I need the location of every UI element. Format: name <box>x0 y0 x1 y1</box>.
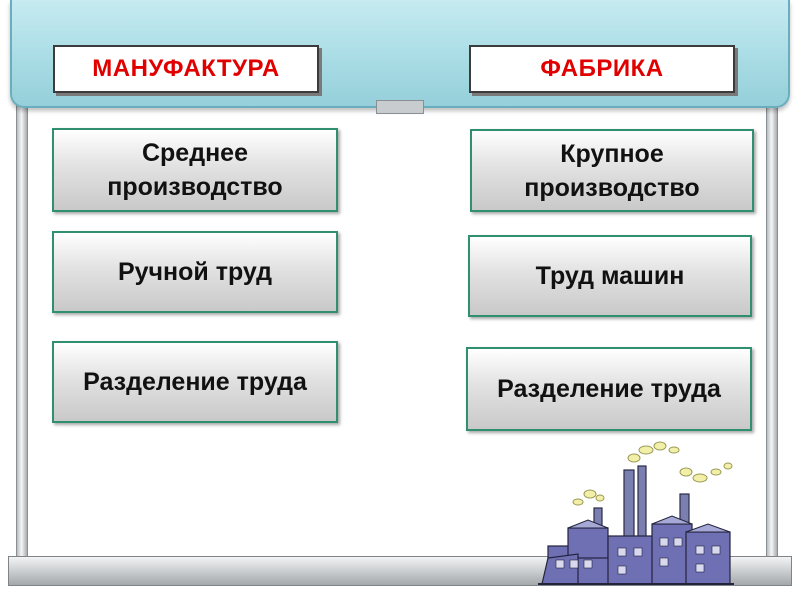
card-medium-production: Среднее производство <box>52 128 338 212</box>
header-connector <box>376 100 424 114</box>
card-text: Разделение труда <box>497 375 721 403</box>
card-text: Ручной труд <box>117 258 273 286</box>
card-line-1: Среднее <box>141 139 248 167</box>
manufactory-title: МАНУФАКТУРА <box>53 45 319 93</box>
card-large-production: Крупное производство <box>470 129 754 212</box>
board-right-post <box>766 100 778 570</box>
card-text: Разделение труда <box>83 368 307 396</box>
card-text: Труд машин <box>535 262 685 290</box>
factory-title: ФАБРИКА <box>469 45 735 93</box>
factory-illustration-icon <box>538 441 734 585</box>
card-text: Крупное производство <box>524 137 699 205</box>
board-left-post <box>16 100 28 570</box>
card-line-2: производство <box>107 173 283 201</box>
card-line-1: Крупное <box>560 139 664 168</box>
card-line-2: производство <box>524 173 700 202</box>
card-text: Среднее производство <box>107 136 282 204</box>
card-manual-labor: Ручной труд <box>52 231 338 313</box>
card-division-of-labor-right: Разделение труда <box>466 347 752 431</box>
card-machine-labor: Труд машин <box>468 235 752 317</box>
card-division-of-labor-left: Разделение труда <box>52 341 338 423</box>
